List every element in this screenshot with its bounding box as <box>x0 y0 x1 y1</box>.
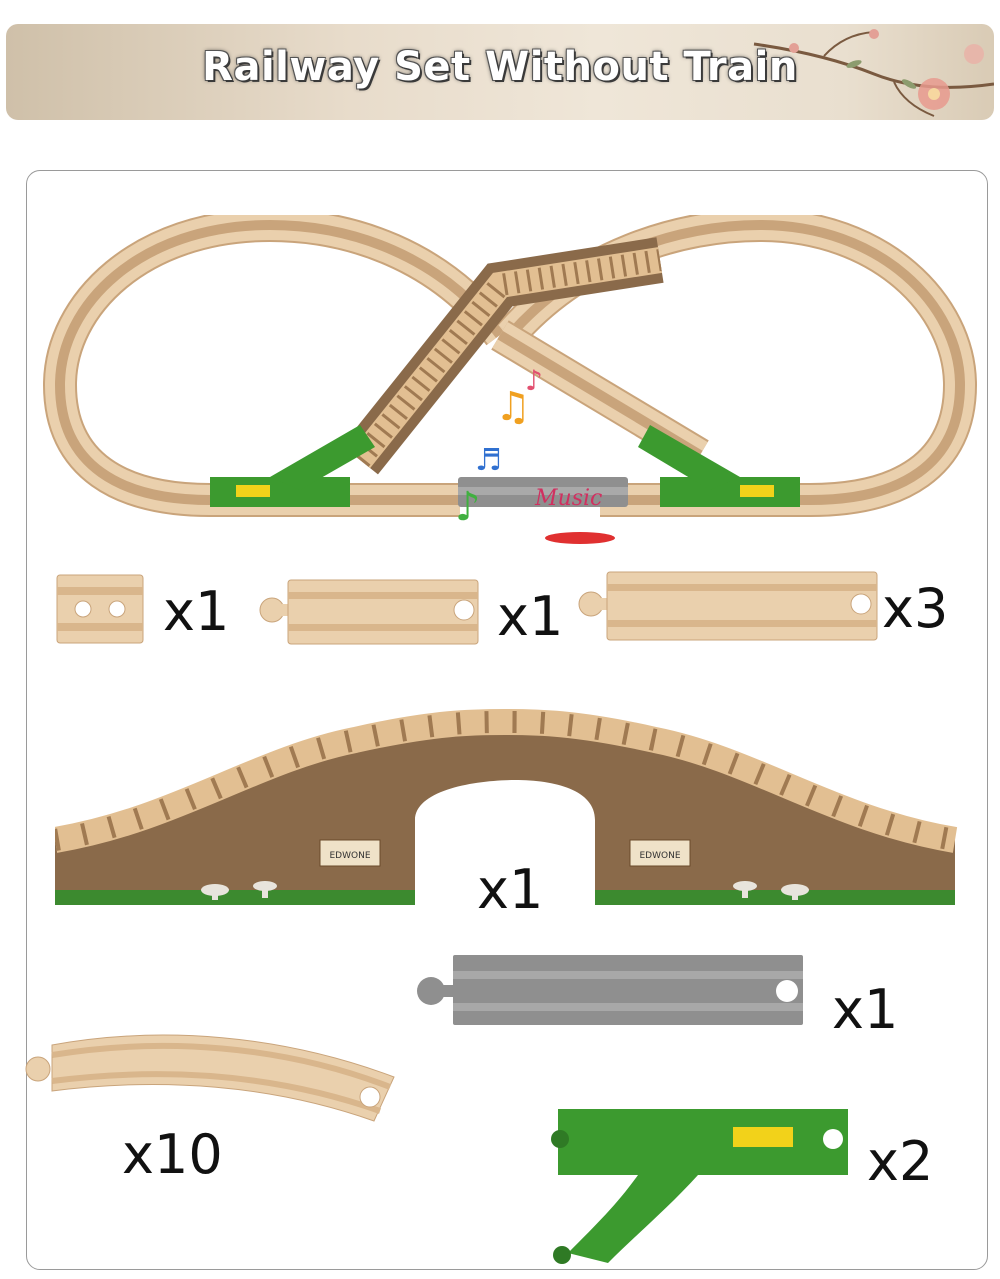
svg-text:♬: ♬ <box>475 443 502 478</box>
green-switch-track-quantity: x2 <box>867 1130 934 1193</box>
curved-track-quantity: x10 <box>122 1123 223 1186</box>
banner-title: Railway Set Without Train <box>202 44 798 90</box>
switch-right <box>638 425 800 507</box>
bridge-sign-right: EDWONE <box>639 851 680 861</box>
figure-eight-track-layout <box>42 215 978 517</box>
long-straight-track-quantity: x3 <box>882 577 949 640</box>
long-straight-track-image <box>578 571 878 641</box>
arch-bridge-image: EDWONE EDWONE <box>55 708 958 905</box>
blossom-branch-decoration <box>753 29 994 117</box>
title-banner: Railway Set Without Train <box>6 24 994 120</box>
medium-straight-track-quantity: x1 <box>497 585 564 648</box>
arch-bridge-quantity: x1 <box>477 858 544 921</box>
music-label: Music <box>534 486 602 511</box>
grey-music-track-quantity: x1 <box>832 978 899 1041</box>
short-square-track-quantity: x1 <box>163 580 230 643</box>
svg-text:♫: ♫ <box>495 384 531 430</box>
short-square-track-image <box>56 574 144 644</box>
grey-music-track-image <box>417 955 803 1025</box>
switch-left <box>210 425 375 507</box>
green-switch-track-image <box>551 1109 848 1264</box>
bridge-sign-left: EDWONE <box>329 851 370 861</box>
curved-track-image <box>25 1034 395 1122</box>
music-notes-badge: ♫ ♪ ♬ ♪ Music <box>455 364 615 544</box>
medium-straight-track-image <box>259 579 479 645</box>
svg-text:♪: ♪ <box>455 484 481 530</box>
svg-text:♪: ♪ <box>525 364 543 397</box>
